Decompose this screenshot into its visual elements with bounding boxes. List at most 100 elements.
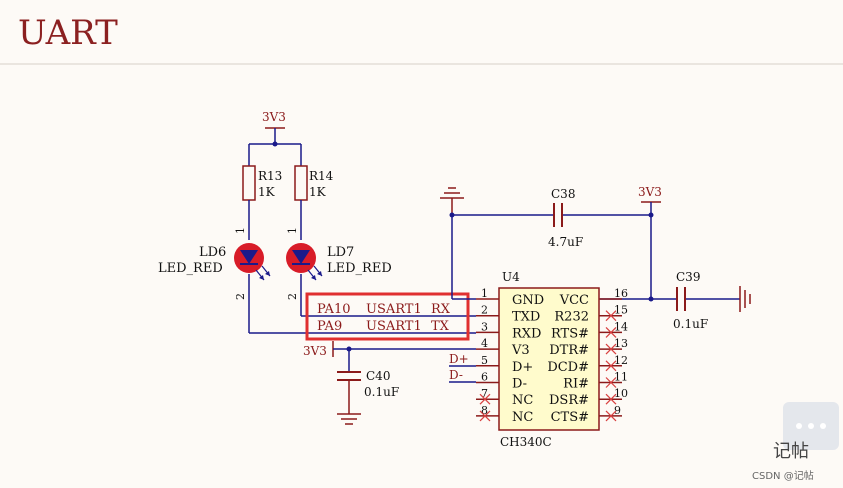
ic-pin-number: 4 bbox=[481, 337, 488, 350]
r13-value: 1K bbox=[258, 185, 276, 199]
ic-pin-left: 2 TXD bbox=[476, 304, 540, 325]
c38-value: 4.7uF bbox=[548, 235, 583, 249]
usb-nets: D+ D- bbox=[449, 352, 476, 383]
ic-pin-name: TXD bbox=[512, 310, 540, 325]
ic-pin-number: 7 bbox=[481, 387, 488, 400]
ic-pin-name: CTS# bbox=[551, 410, 589, 425]
ic-pin-name: D+ bbox=[512, 360, 533, 375]
ic-pin-right: 12 DCD# bbox=[547, 354, 628, 375]
led-ld7 bbox=[286, 243, 323, 281]
r13-ref: R13 bbox=[258, 169, 282, 183]
ic-pin-right: 11 RI# bbox=[563, 371, 628, 392]
ic-pin-number: 2 bbox=[481, 304, 488, 317]
ld7-ref: LD7 bbox=[327, 245, 354, 260]
usb-dp-label: D+ bbox=[449, 352, 469, 366]
watermark: 记帖 CSDN @记帖 bbox=[752, 402, 839, 482]
ld6-ref: LD6 bbox=[199, 245, 226, 260]
ic-pin-number: 15 bbox=[614, 304, 628, 317]
ic-pin-right: 13 DTR# bbox=[549, 337, 628, 358]
ic-pin-name: VCC bbox=[559, 293, 589, 308]
ld7-value: LED_RED bbox=[327, 261, 392, 276]
ic-pin-left: 8 NC bbox=[476, 404, 533, 425]
ic-pin-left: 3 RXD bbox=[476, 320, 541, 341]
power-label-v3: 3V3 bbox=[303, 344, 327, 358]
c39-value: 0.1uF bbox=[673, 317, 708, 331]
ic-pin-right: 14 RTS# bbox=[551, 320, 628, 341]
ic-pin-left: 4 V3 bbox=[476, 337, 530, 358]
ic-pin-name: NC bbox=[512, 393, 533, 408]
csdn-handle: CSDN @记帖 bbox=[752, 469, 814, 482]
ic-pin-name: RTS# bbox=[551, 326, 589, 341]
ic-pin-name: RI# bbox=[563, 377, 589, 392]
c40-value: 0.1uF bbox=[364, 385, 399, 399]
r14-ref: R14 bbox=[309, 169, 334, 183]
ic-pin-right: 10 DSR# bbox=[549, 387, 628, 408]
ic-pin-name: RXD bbox=[512, 326, 541, 341]
ic-pin-left: 7 NC bbox=[476, 387, 533, 408]
c38-ref: C38 bbox=[551, 187, 575, 201]
net-pa10-signal: USART1 bbox=[366, 302, 422, 317]
ld7-pin1: 1 bbox=[286, 227, 299, 234]
ic-pin-number: 3 bbox=[481, 320, 488, 333]
ic-pin-right: 9 CTS# bbox=[551, 404, 622, 425]
resistor-r13 bbox=[242, 165, 256, 201]
ld6-pin1: 1 bbox=[234, 227, 247, 234]
net-pa9-signal: USART1 bbox=[366, 319, 422, 334]
led-ld6 bbox=[234, 243, 271, 281]
net-pa10-dir: RX bbox=[431, 302, 451, 317]
ic-pin-number: 9 bbox=[614, 404, 621, 417]
v3-decoupling: 3V3 C40 0.1uF bbox=[303, 341, 476, 425]
ld7-pin2: 2 bbox=[286, 293, 299, 300]
ld6-value: LED_RED bbox=[158, 261, 223, 276]
ic-pin-number: 12 bbox=[614, 354, 628, 367]
page-title: UART bbox=[18, 13, 118, 53]
led-branch: 3V3 R13 1K R14 1K bbox=[158, 110, 476, 334]
usart-net-labels: PA10 USART1 RX PA9 USART1 TX bbox=[305, 292, 470, 341]
ic-pin-number: 13 bbox=[614, 337, 628, 350]
ic-pin-right: 15 R232 bbox=[554, 304, 628, 325]
ic-pin-name: DCD# bbox=[547, 360, 589, 375]
ic-pin-left: 6 D- bbox=[476, 371, 527, 392]
power-label-led: 3V3 bbox=[262, 110, 286, 124]
net-pa9-dir: TX bbox=[431, 319, 450, 334]
ic-pin-number: 14 bbox=[614, 320, 628, 333]
ic-pin-number: 1 bbox=[481, 287, 488, 300]
ic-pin-number: 8 bbox=[481, 404, 488, 417]
net-pa9-port: PA9 bbox=[317, 319, 342, 334]
ic-pin-name: R232 bbox=[554, 310, 589, 325]
ic-pin-right: 16 VCC bbox=[559, 287, 628, 308]
ic-pin-number: 6 bbox=[481, 371, 488, 384]
ic-body bbox=[498, 287, 600, 431]
ic-pin-left: 1 GND bbox=[476, 287, 544, 308]
r14-value: 1K bbox=[309, 185, 327, 199]
ic-right-pins: 16 VCC 15 R232 14 RTS# 13 DTR# 12 DCD# 11 RI# 10 DSR#… bbox=[547, 287, 628, 425]
ic-part: CH340C bbox=[500, 435, 552, 449]
highlight-box bbox=[305, 292, 470, 341]
ic-pin-number: 5 bbox=[481, 354, 488, 367]
ic-pin-name: D- bbox=[512, 377, 527, 392]
ld6-pin2: 2 bbox=[234, 293, 247, 300]
decoupling-top: C38 4.7uF 3V3 bbox=[440, 185, 676, 302]
power-label-vcc: 3V3 bbox=[638, 185, 662, 199]
c40-ref: C40 bbox=[366, 369, 390, 383]
ic-ref: U4 bbox=[502, 270, 520, 284]
ic-pin-name: V3 bbox=[511, 343, 530, 358]
ic-pin-name: DSR# bbox=[549, 393, 589, 408]
ic-pin-left: 5 D+ bbox=[476, 354, 533, 375]
c39-ref: C39 bbox=[676, 270, 700, 284]
ic-pin-number: 10 bbox=[614, 387, 628, 400]
wechat-handle: 记帖 bbox=[773, 441, 809, 462]
ic-pin-number: 11 bbox=[614, 371, 628, 384]
resistor-r14 bbox=[294, 165, 308, 201]
ic-pin-number: 16 bbox=[614, 287, 628, 300]
decoupling-c39: C39 0.1uF bbox=[673, 270, 751, 331]
ic-pin-name: NC bbox=[512, 410, 533, 425]
ic-pin-name: DTR# bbox=[549, 343, 589, 358]
net-pa10-port: PA10 bbox=[317, 302, 350, 317]
usb-dm-label: D- bbox=[449, 368, 463, 382]
ic-pin-name: GND bbox=[512, 293, 544, 308]
